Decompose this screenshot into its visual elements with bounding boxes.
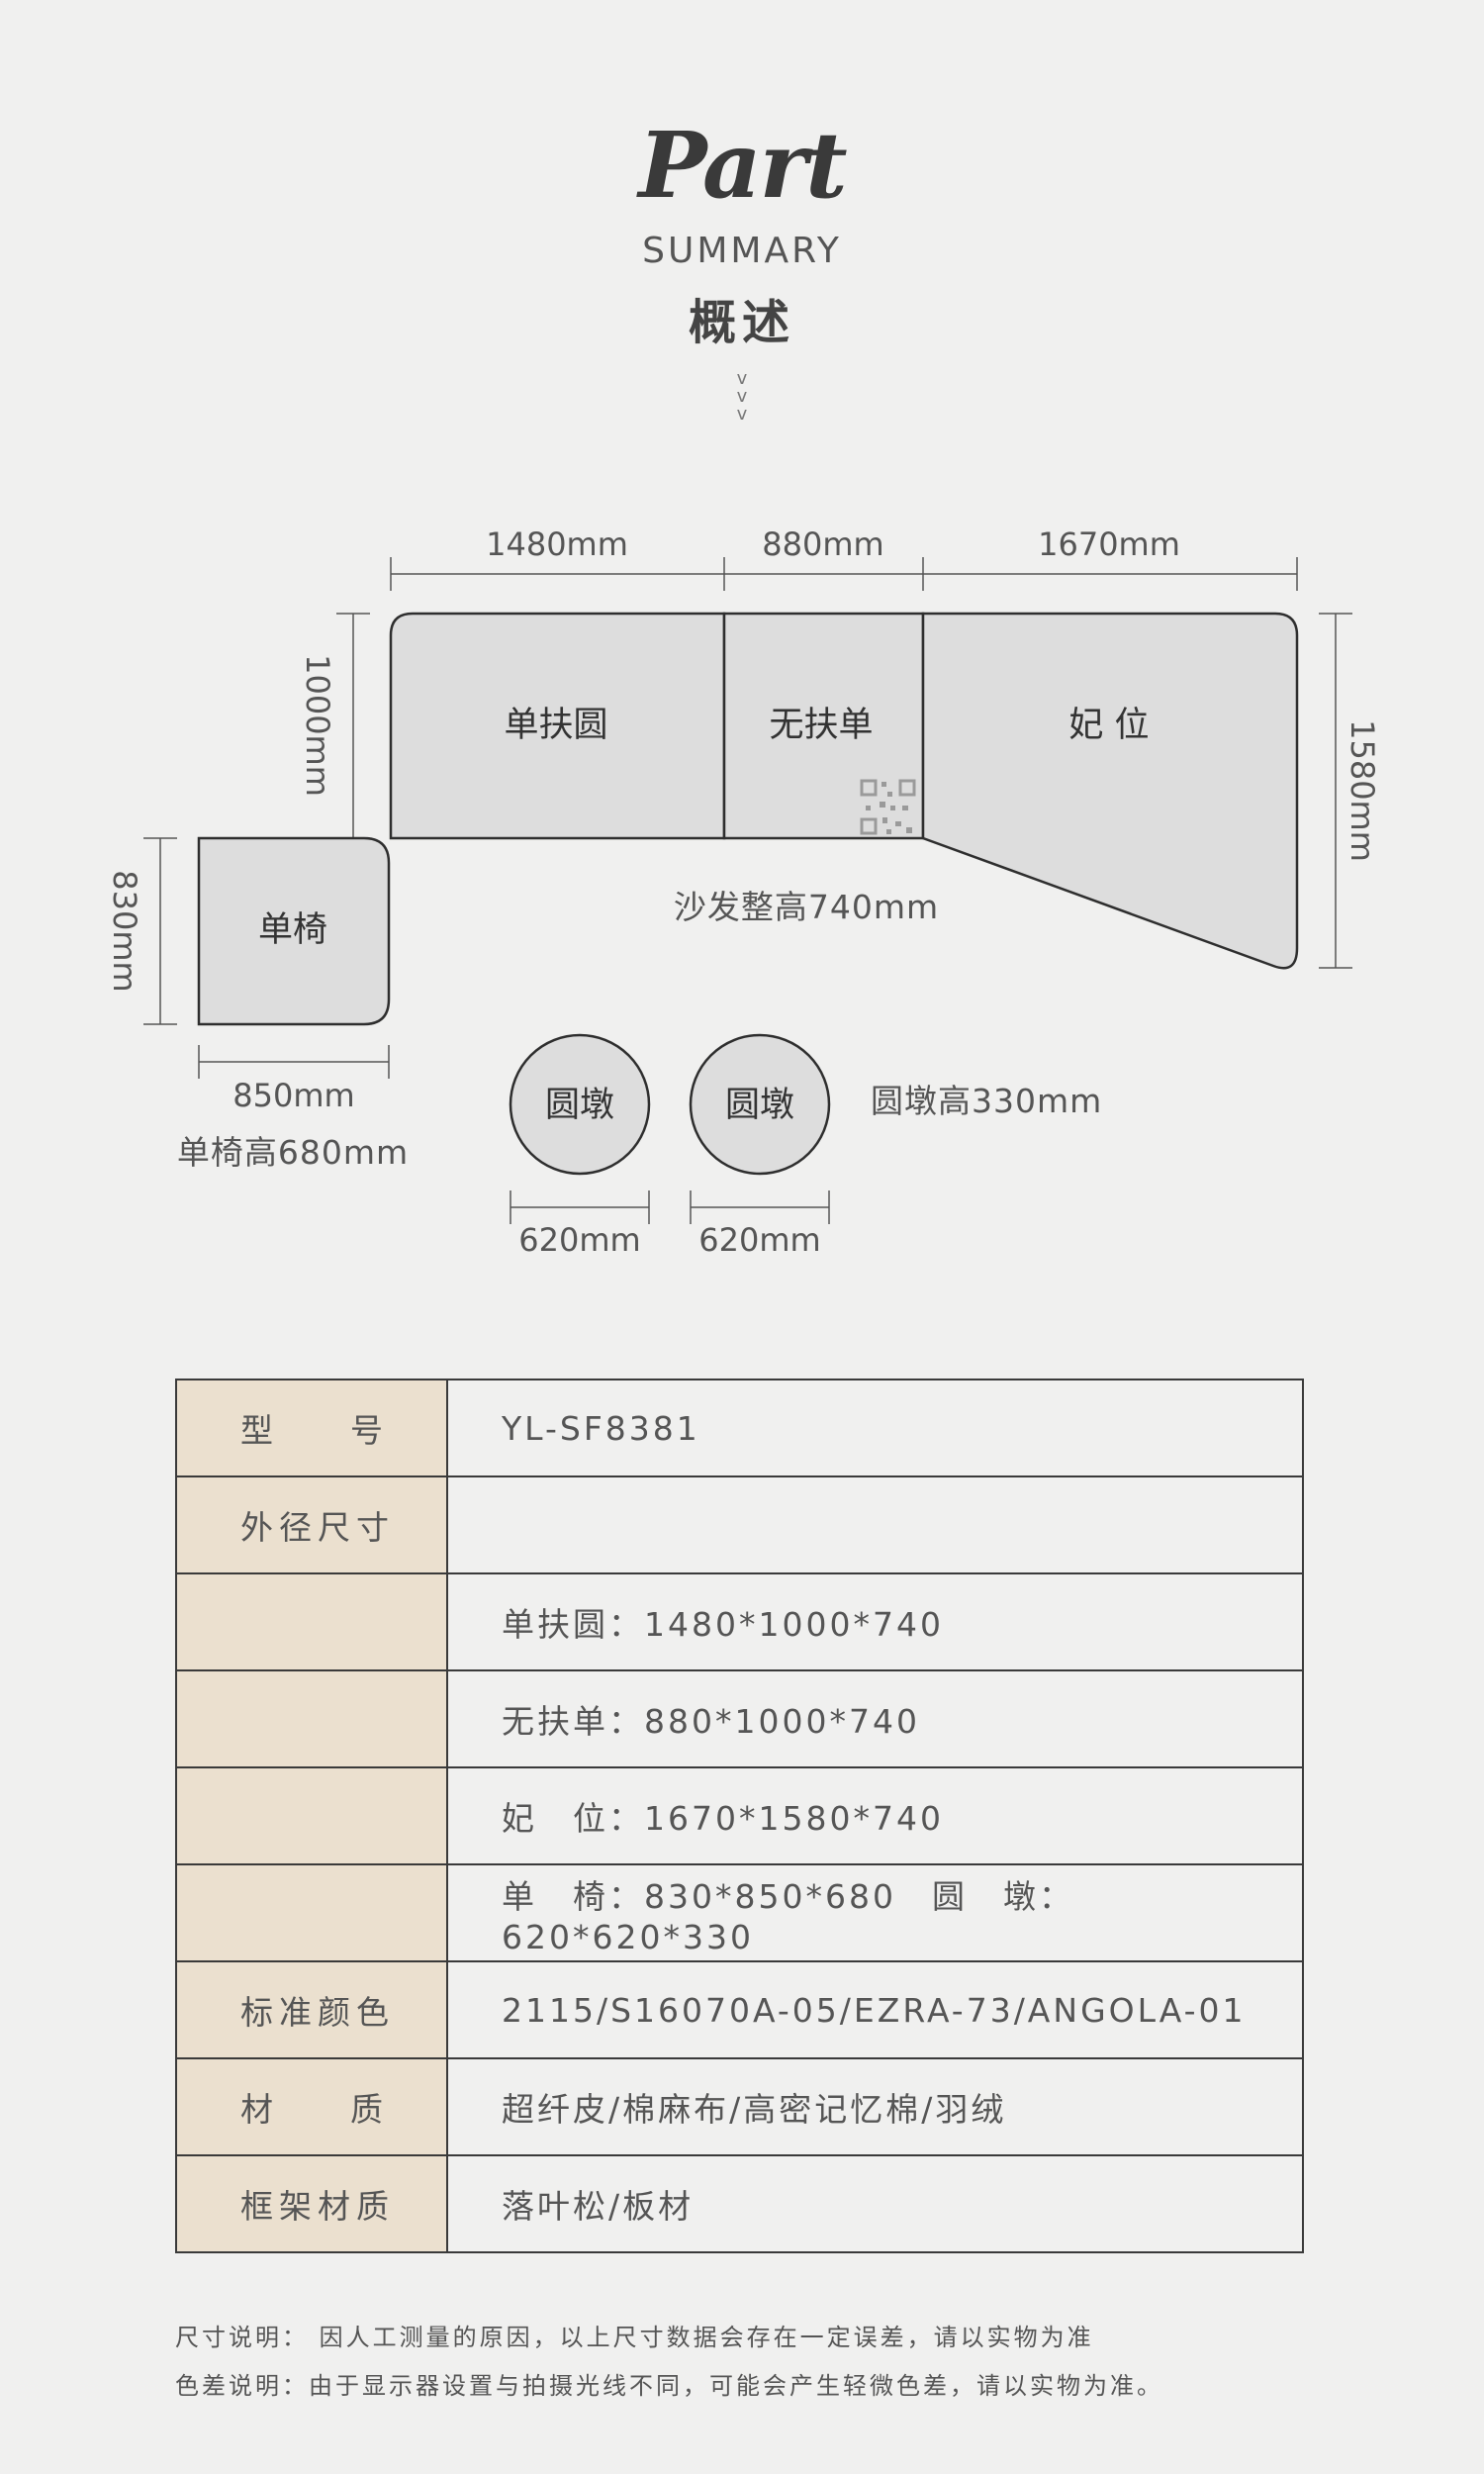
label-model: 型号	[240, 1411, 389, 1450]
row-value: 超纤皮/棉麻布/高密记忆棉/羽绒	[446, 2057, 1304, 2156]
label-material: 材质	[240, 2090, 389, 2129]
chevron-1: v	[736, 368, 748, 389]
header-summary: SUMMARY	[642, 231, 842, 271]
row-label	[175, 1766, 448, 1865]
piece-label-chair: 单椅	[258, 910, 327, 950]
value-armless: 无扶单：880*1000*740	[502, 1702, 920, 1741]
footnote-size: 尺寸说明： 因人工测量的原因，以上尺寸数据会存在一定误差，请以实物为准	[175, 2324, 1094, 2351]
dim-width-ottoman-1: 620mm	[518, 1221, 640, 1259]
piece-label-single-arm: 单扶圆	[504, 706, 607, 745]
value-material: 超纤皮/棉麻布/高密记忆棉/羽绒	[502, 2090, 1007, 2129]
piece-ottoman-2	[689, 1033, 831, 1176]
table-row: 妃 位：1670*1580*740	[175, 1766, 1304, 1865]
dim-width-armless: 880mm	[762, 525, 883, 563]
row-label	[175, 1863, 448, 1962]
row-label	[175, 1669, 448, 1768]
table-row: 外径尺寸	[175, 1475, 1304, 1574]
row-value: 单 椅：830*850*680 圆 墩：620*620*330	[446, 1863, 1304, 1962]
piece-label-armless: 无扶单	[769, 706, 873, 745]
row-value	[446, 1475, 1304, 1574]
row-label: 框架材质	[175, 2154, 448, 2253]
table-row: 框架材质 落叶松/板材	[175, 2154, 1304, 2253]
row-value: 单扶圆：1480*1000*740	[446, 1572, 1304, 1671]
piece-ottoman-1	[509, 1033, 651, 1176]
table-row: 单扶圆：1480*1000*740	[175, 1572, 1304, 1671]
qr-code-icon	[860, 779, 916, 835]
note-ottoman-height: 圆墩高330mm	[871, 1082, 1102, 1120]
table-row: 型号 YL-SF8381	[175, 1379, 1304, 1477]
table-row: 材质 超纤皮/棉麻布/高密记忆棉/羽绒	[175, 2057, 1304, 2156]
dim-width-single-arm: 1480mm	[486, 525, 628, 563]
note-sofa-height: 沙发整高740mm	[674, 888, 939, 926]
top-dimension-lines	[143, 557, 1352, 1224]
label-dimensions: 外径尺寸	[240, 1508, 395, 1547]
piece-single-arm	[389, 612, 726, 840]
row-value: 无扶单：880*1000*740	[446, 1669, 1304, 1768]
chevron-2: v	[736, 386, 748, 407]
value-chair-ottoman: 单 椅：830*850*680 圆 墩：620*620*330	[502, 1876, 1074, 1956]
row-value: 落叶松/板材	[446, 2154, 1304, 2253]
piece-label-chaise: 妃 位	[1068, 706, 1149, 745]
row-label: 标准颜色	[175, 1960, 448, 2059]
row-label: 型号	[175, 1379, 448, 1477]
dim-width-chaise: 1670mm	[1038, 525, 1180, 563]
piece-label-ottoman-1: 圆墩	[545, 1086, 614, 1125]
table-row: 标准颜色 2115/S16070A-05/EZRA-73/ANGOLA-01	[175, 1960, 1304, 2059]
note-chair-height: 单椅高680mm	[177, 1133, 409, 1172]
value-single-arm: 单扶圆：1480*1000*740	[502, 1605, 944, 1644]
row-label	[175, 1572, 448, 1671]
piece-label-ottoman-2: 圆墩	[725, 1086, 794, 1125]
row-label: 外径尺寸	[175, 1475, 448, 1574]
table-row: 无扶单：880*1000*740	[175, 1669, 1304, 1768]
dim-width-ottoman-2: 620mm	[698, 1221, 820, 1259]
sofa-layout-diagram: 1480mm 880mm 1670mm 1000mm 1580mm 830mm …	[106, 525, 1381, 1259]
page-title: 概述	[688, 295, 795, 350]
chevron-3: v	[736, 404, 748, 425]
chevron-down-icon: v v v	[0, 370, 1484, 424]
dim-depth-chair: 830mm	[106, 870, 143, 992]
row-label: 材质	[175, 2057, 448, 2156]
row-value: 2115/S16070A-05/EZRA-73/ANGOLA-01	[446, 1960, 1304, 2059]
piece-chaise	[921, 612, 1299, 970]
piece-armless	[722, 612, 925, 840]
row-value: YL-SF8381	[446, 1379, 1304, 1477]
dim-width-chair: 850mm	[232, 1077, 354, 1114]
footnote-color: 色差说明：由于显示器设置与拍摄光线不同，可能会产生轻微色差，请以实物为准。	[175, 2372, 1163, 2400]
value-standard-color: 2115/S16070A-05/EZRA-73/ANGOLA-01	[502, 1990, 1247, 2030]
header-part-script: Part	[638, 112, 847, 219]
dim-depth-main: 1000mm	[299, 654, 336, 797]
value-model: YL-SF8381	[502, 1408, 700, 1448]
table-row: 单 椅：830*850*680 圆 墩：620*620*330	[175, 1863, 1304, 1962]
value-frame-material: 落叶松/板材	[502, 2187, 695, 2226]
piece-chair	[197, 836, 391, 1026]
label-standard-color: 标准颜色	[240, 1993, 395, 2032]
label-frame-material: 框架材质	[240, 2187, 395, 2226]
dim-depth-chaise: 1580mm	[1344, 719, 1381, 862]
spec-table: 型号 YL-SF8381 外径尺寸 单扶圆：1480*1000*740 无扶单：…	[175, 1379, 1304, 2253]
row-value: 妃 位：1670*1580*740	[446, 1766, 1304, 1865]
value-chaise: 妃 位：1670*1580*740	[502, 1799, 944, 1838]
